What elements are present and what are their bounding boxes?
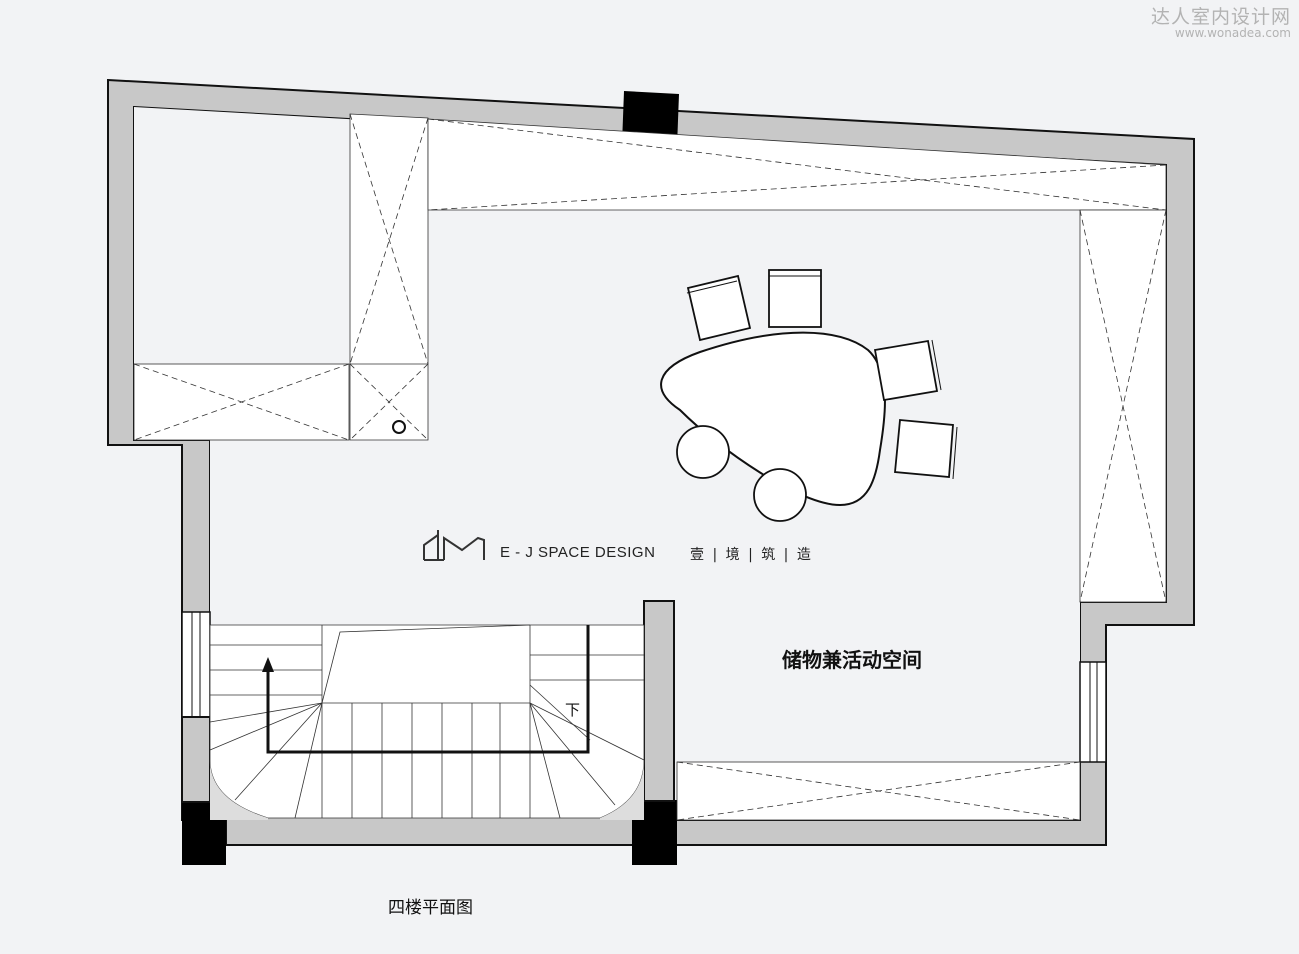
stair-direction-arrow: [266, 625, 590, 754]
room-label: 储物兼活动空间: [782, 648, 922, 672]
activity-table: [660, 331, 886, 507]
storage-cabinets: [133, 113, 1167, 821]
chair: [686, 274, 752, 342]
logo-icon: [423, 530, 485, 561]
watermark-title: 达人室内设计网: [1150, 6, 1291, 28]
stair-direction-label: 下: [565, 701, 581, 719]
stool: [676, 425, 730, 479]
chairs: [676, 269, 958, 522]
stool: [753, 468, 807, 522]
chair: [768, 269, 822, 328]
stair-partition-left: [181, 716, 211, 803]
window-right: [1079, 661, 1107, 763]
window-left: [181, 611, 211, 718]
arrow-head-icon: [262, 657, 274, 672]
watermark-url: www.wonadea.com: [1174, 26, 1291, 40]
logo-brand: E - J SPACE DESIGN: [500, 544, 656, 561]
stair-partition: [643, 600, 675, 802]
chair: [894, 419, 954, 478]
staircase: [209, 624, 645, 820]
logo-chinese: 壹 | 境 | 筑 | 造: [690, 547, 813, 563]
plan-title: 四楼平面图: [388, 898, 473, 918]
chair: [873, 339, 939, 402]
floor-drain: [392, 420, 406, 434]
